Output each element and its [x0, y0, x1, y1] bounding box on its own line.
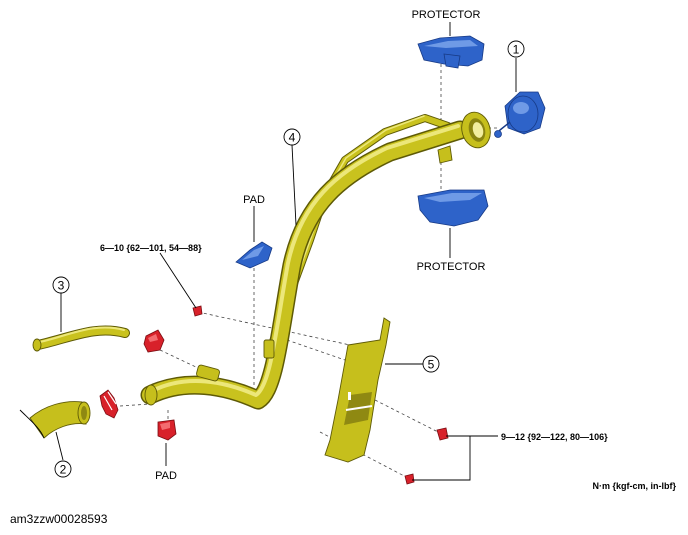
callout-3-text: 3 — [58, 279, 65, 293]
pad-upper — [235, 241, 273, 269]
protector-upper — [417, 35, 485, 69]
callout-1-text: 1 — [513, 43, 520, 57]
pad-lower — [157, 419, 177, 441]
hose-clamp-upper — [143, 329, 165, 353]
callout-3: 3 — [52, 276, 70, 294]
label-torque-1: 6—10 {62—101, 54—88} — [100, 243, 202, 253]
label-protector-bottom: PROTECTOR — [417, 261, 486, 273]
callout-5: 5 — [422, 355, 440, 373]
callout-1: 1 — [507, 40, 525, 58]
callout-2: 2 — [54, 460, 72, 478]
label-units: N·m {kgf-cm, in-lbf} — [592, 481, 676, 491]
label-pad-bottom: PAD — [155, 470, 177, 482]
callout-4-text: 4 — [289, 131, 296, 145]
callout-2-text: 2 — [60, 463, 67, 477]
bolt-right-lower — [404, 473, 415, 485]
filler-pipe — [140, 111, 491, 410]
breather-hose — [32, 325, 130, 352]
filler-cap — [494, 91, 546, 138]
callout-4: 4 — [283, 128, 301, 146]
label-pad-top: PAD — [243, 194, 265, 206]
label-torque-2: 9—12 {92—122, 80—106} — [501, 432, 608, 442]
hose-clamp-lower — [99, 389, 119, 419]
callout-5-text: 5 — [428, 358, 435, 372]
protector-lower — [417, 189, 489, 227]
reference-code: am3zzw00028593 — [10, 512, 108, 526]
leader-lines — [55, 22, 517, 481]
filler-pipe-bracket — [324, 317, 391, 463]
bolt-upper — [192, 305, 203, 317]
filler-hose — [19, 401, 91, 439]
label-protector-top: PROTECTOR — [412, 9, 481, 21]
bolt-right-upper — [436, 427, 449, 441]
